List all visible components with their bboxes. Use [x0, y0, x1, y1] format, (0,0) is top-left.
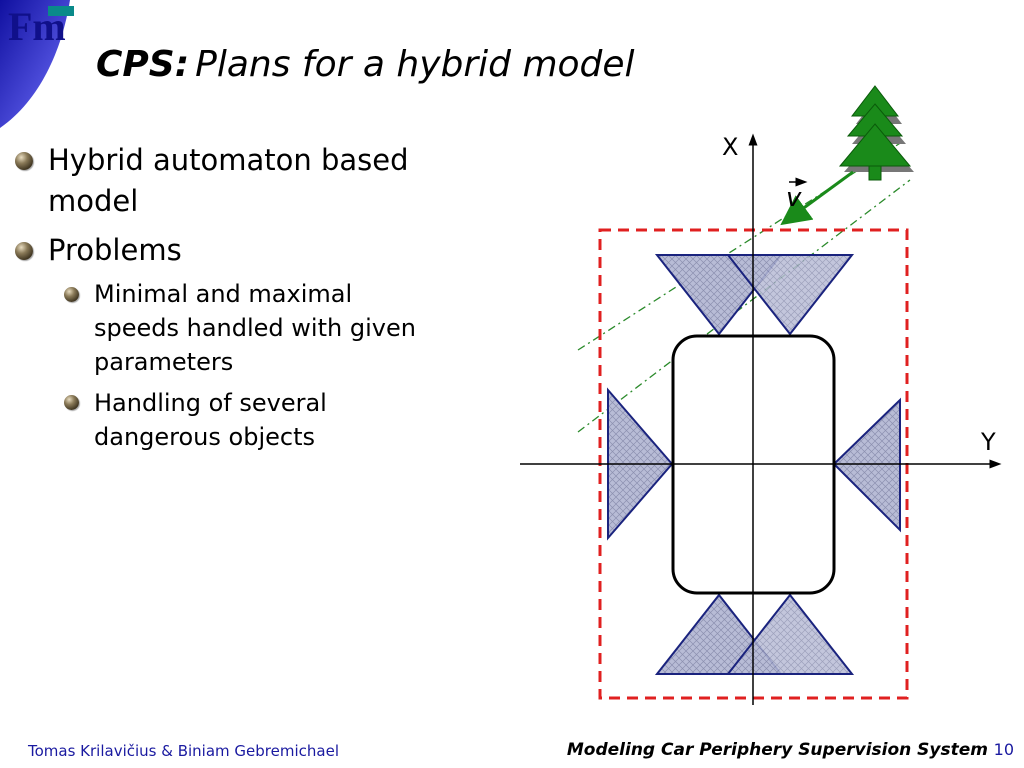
tree-icon-front: [838, 85, 912, 181]
velocity-arrow: [780, 170, 854, 226]
page-number: 10: [993, 740, 1014, 759]
sub-bullet-1-line-1: Minimal and maximal: [94, 280, 353, 308]
bullet-1-line-2: model: [48, 184, 139, 218]
logo-teal-bar: [48, 6, 74, 16]
slide-title: CPS:Plans for a hybrid model: [96, 40, 635, 90]
sub-bullet-sphere-icon: [64, 395, 79, 410]
car-periphery-diagram: X Y v: [520, 85, 1002, 705]
x-axis-label: X: [722, 133, 738, 161]
sub-bullet-1-line-2: speeds handled with given: [94, 314, 416, 342]
lower-guide-line: [577, 179, 911, 433]
sensor-triangle-top-right: [725, 254, 855, 336]
sub-bullet-2-line-2: dangerous objects: [94, 423, 315, 451]
title-text: Plans for a hybrid model: [195, 44, 635, 85]
sub-bullet-1-line-3: parameters: [94, 348, 234, 376]
sub-bullet-sphere-icon: [64, 287, 79, 302]
bullet-sphere-icon: [15, 152, 33, 170]
bullet-2-text: Problems: [48, 233, 182, 267]
velocity-label: v: [786, 183, 802, 213]
corner-logo: Fm: [0, 0, 74, 128]
title-prefix: CPS:: [96, 44, 190, 85]
sensor-triangle-right: [832, 397, 901, 533]
corner-arc-shape: [0, 0, 70, 128]
bullet-sphere-icon: [15, 242, 33, 260]
sensor-triangle-bottom-right: [725, 593, 855, 675]
footer-system-title: Modeling Car Periphery Supervision Syste…: [566, 740, 988, 760]
footer-authors: Tomas Krilavičius & Biniam Gebremichael: [28, 742, 339, 760]
y-axis-label: Y: [980, 428, 996, 456]
sub-bullet-2-line-1: Handling of several: [94, 389, 327, 417]
logo-text: Fm: [8, 4, 66, 49]
bullet-1-line-1: Hybrid automaton based: [48, 143, 409, 177]
